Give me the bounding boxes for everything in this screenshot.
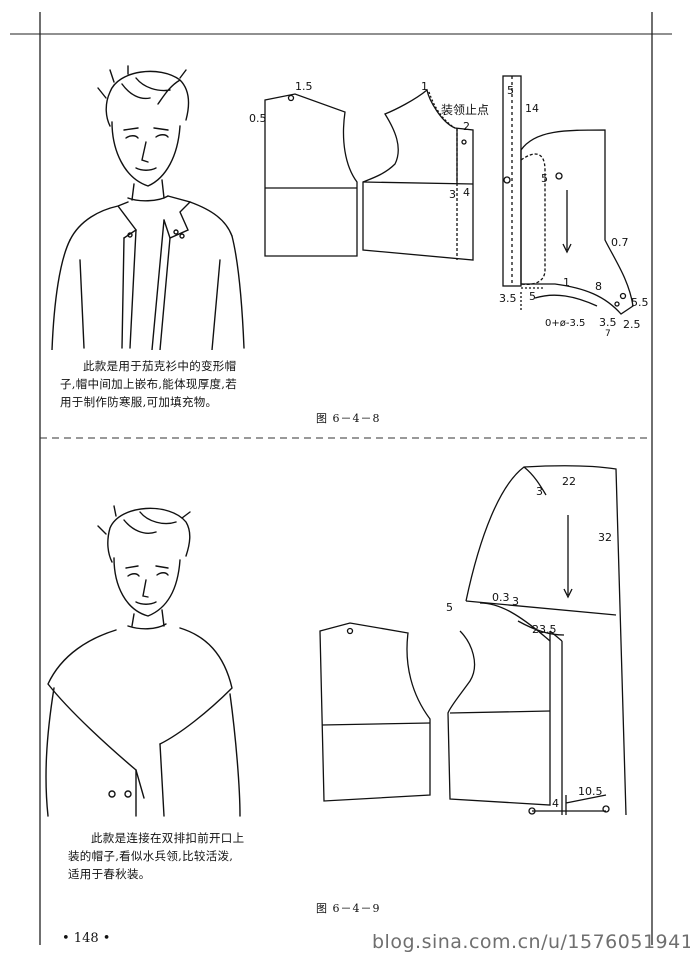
annotation: 8 [595, 280, 602, 293]
annotation: 4 [552, 797, 559, 810]
annotation: 0.5 [249, 112, 267, 125]
annotation: 3 [536, 485, 543, 498]
annotation: 3 [512, 595, 519, 608]
annotation: 7 [605, 329, 611, 339]
annotation: 32 [598, 531, 612, 544]
caption-bottom: 此款是连接在双排扣前开口上 装的帽子,看似水兵领,比较活泼, 适用于春秋装。 [68, 829, 263, 883]
fashion-illustration-top [51, 65, 245, 350]
fashion-illustration-bottom [45, 505, 241, 817]
annotation: 0+ø-3.5 [545, 318, 585, 329]
pattern-draft-top: 1.5 0.5 1 装领止点 2 3 4 5 14 5 0.7 1 8 3.5 … [249, 75, 649, 339]
annotation: 装领止点 [441, 103, 489, 117]
annotation: 4 [463, 186, 470, 199]
pattern-draft-bottom: 22 3 32 0.3 3 5 23.5 10.5 4 [319, 465, 627, 816]
annotation: 5.5 [631, 296, 649, 309]
annotation: 3.5 [599, 316, 617, 329]
page-number: • 148 • [62, 931, 111, 946]
annotation: 1.5 [295, 80, 313, 93]
annotation: 1 [421, 80, 428, 93]
annotation: 23.5 [532, 623, 557, 636]
watermark: blog.sina.com.cn/u/1576051941 [372, 931, 690, 953]
caption-line: 子,帽中间加上嵌布,能体现厚度,若 [60, 377, 238, 391]
caption-line: 此款是用于茄克衫中的变形帽 [83, 359, 237, 373]
annotation: 3 [449, 188, 456, 201]
annotation: 22 [562, 475, 576, 488]
annotation: 5 [446, 601, 453, 614]
annotation: 14 [525, 102, 539, 115]
figure-label-bottom: 图 6－4－9 [316, 902, 381, 915]
annotation: 5 [541, 172, 548, 185]
caption-line: 装的帽子,看似水兵领,比较活泼, [68, 849, 234, 863]
annotation: 2 [463, 120, 470, 133]
annotation: 0.3 [492, 591, 510, 604]
annotation: 5 [529, 290, 536, 303]
annotation: 0.7 [611, 236, 629, 249]
caption-top: 此款是用于茄克衫中的变形帽 子,帽中间加上嵌布,能体现厚度,若 用于制作防寒服,… [60, 357, 260, 411]
annotation: 10.5 [578, 785, 603, 798]
annotation: 1 [563, 276, 570, 289]
annotation: 5 [507, 84, 514, 97]
annotation: 2.5 [623, 318, 641, 331]
figure-label-top: 图 6－4－8 [316, 412, 381, 425]
caption-line: 此款是连接在双排扣前开口上 [91, 831, 245, 845]
caption-line: 用于制作防寒服,可加填充物。 [60, 395, 218, 409]
caption-line: 适用于春秋装。 [68, 867, 151, 881]
annotation: 3.5 [499, 292, 517, 305]
